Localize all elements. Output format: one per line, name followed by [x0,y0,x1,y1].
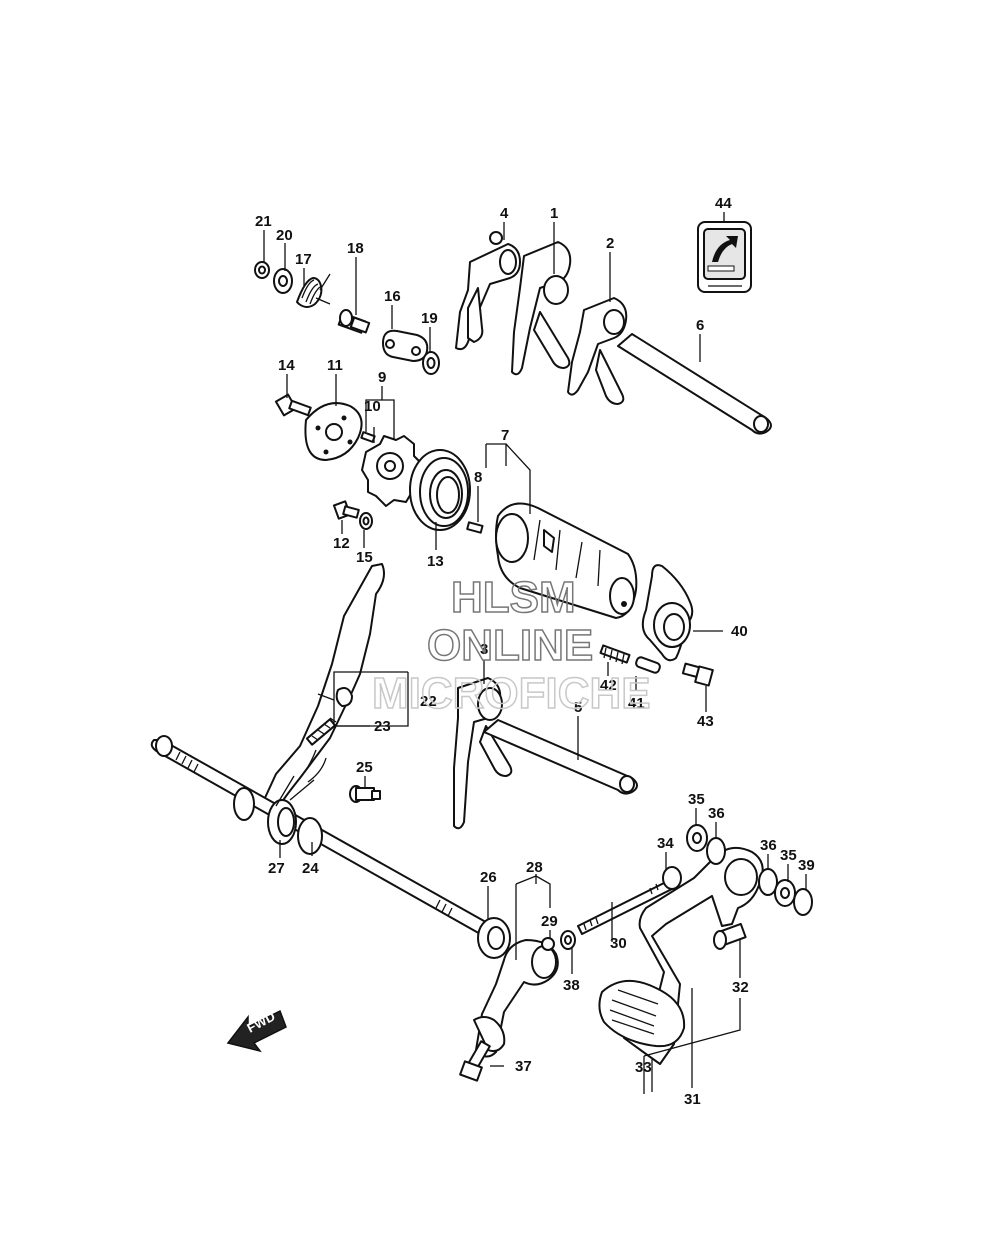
part-8-pin [466,521,484,534]
callout-22: 22 [420,693,437,710]
callout-8: 8 [474,469,482,486]
callout-41: 41 [628,695,645,712]
part-9-cam-star [361,435,423,507]
callout-11: 11 [327,357,343,374]
part-41-pin [635,656,661,674]
watermark: HLSM ONLINE MICROFICHE [371,572,651,719]
callout-33: 33 [635,1059,652,1076]
watermark-line-3: MICROFICHE [372,669,651,718]
leader-lines [263,212,807,1094]
part-7-gearshift-cam [495,502,638,619]
part-16-lever [382,329,429,362]
callout-16: 16 [384,288,401,305]
callout-42: 42 [600,677,617,694]
callout-5: 5 [574,699,582,716]
part-39-circlip [793,888,813,916]
callout-2: 2 [606,235,614,252]
callout-23: 23 [374,718,391,735]
callout-6: 6 [696,317,704,334]
watermark-line-2: ONLINE [427,621,593,670]
part-23-spring [305,717,337,746]
part-2-shift-fork [567,297,628,405]
part-31-shift-lever [598,846,764,1065]
callout-12: 12 [333,535,350,552]
callout-18: 18 [347,240,364,257]
part-14-bolt [274,393,312,417]
callout-24: 24 [302,860,319,877]
callout-35-right: 35 [780,847,797,864]
callout-28: 28 [526,859,543,876]
part-35-washer-top [686,824,708,852]
callout-19: 19 [421,310,438,327]
callout-35-top: 35 [688,791,705,808]
callout-27: 27 [268,860,285,877]
part-26-oil-seal [477,917,511,959]
callout-10: 10 [364,398,381,415]
callout-40: 40 [731,623,748,640]
callout-36-top: 36 [708,805,725,822]
part-37-bolt [459,1040,491,1082]
part-6-fork-shaft [617,333,772,435]
callout-3: 3 [480,641,488,658]
part-5-fork-shaft [483,719,638,795]
part-17-spring [296,273,331,308]
callout-21: 21 [255,213,272,230]
callout-7: 7 [501,427,509,444]
part-12-bolt [332,500,360,520]
part-24-collar [297,817,323,855]
part-15-washer [359,512,373,530]
part-34-nut [662,866,682,890]
callout-labels: 21 20 17 18 16 19 4 1 2 6 44 14 11 9 10 … [255,195,815,1108]
callout-14: 14 [278,357,295,374]
part-21-nut [254,261,270,279]
callout-26: 26 [480,869,497,886]
part-27-spring [267,775,315,845]
part-10-pin [360,431,376,443]
callout-25: 25 [356,759,373,776]
callout-43: 43 [697,713,714,730]
part-4-shift-fork [455,231,521,351]
callout-9: 9 [378,369,386,386]
callout-1: 1 [550,205,558,222]
callout-34: 34 [657,835,674,852]
callout-30: 30 [610,935,627,952]
part-40-sensor [641,564,694,662]
part-43-bolt [681,662,714,687]
callout-15: 15 [356,549,373,566]
part-18-bolt [337,309,371,334]
watermark-line-1: HLSM [451,573,576,622]
callout-4: 4 [500,205,509,222]
part-1-shift-fork [511,241,572,376]
callout-44: 44 [715,195,732,212]
fwd-arrow-icon: FWD [226,1009,287,1053]
part-42-spring [599,644,631,665]
part-36-ring-top [706,837,726,865]
callout-32: 32 [732,979,749,996]
callout-37: 37 [515,1058,532,1075]
callout-13: 13 [427,553,444,570]
part-28-rod-end [473,937,559,1058]
callout-31: 31 [684,1091,701,1108]
callout-20: 20 [276,227,293,244]
part-44-label [697,221,752,293]
callout-36-right: 36 [760,837,777,854]
part-20-washer [273,268,293,294]
part-13-bearing [409,449,471,531]
part-19-washer [422,351,440,375]
part-32-bolt [713,922,747,950]
callout-17: 17 [295,251,312,268]
part-38-nut [560,930,576,950]
part-22-shift-arm [261,563,385,815]
part-24-shift-shaft [150,735,505,945]
part-35-washer-right [774,879,796,907]
part-11-plate [304,402,363,461]
part-3-shift-fork [453,677,513,830]
callout-29: 29 [541,913,558,930]
callout-39: 39 [798,857,815,874]
part-25-bolt [349,785,381,803]
callout-38: 38 [563,977,580,994]
